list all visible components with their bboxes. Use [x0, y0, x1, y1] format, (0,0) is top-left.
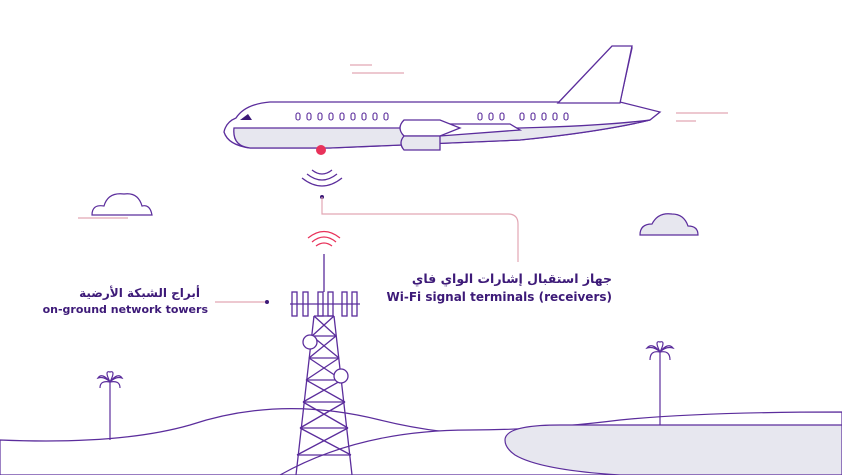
ground-hills [0, 408, 842, 475]
receiver-icon [316, 145, 326, 155]
airplane-icon [223, 45, 662, 151]
palm-tree-icon [645, 341, 675, 425]
signal-waves-icon [307, 230, 341, 247]
cell-tower-icon [290, 254, 360, 475]
speed-lines [78, 64, 728, 219]
ground-towers-label-ar: أبراج الشبكة الأرضية [79, 286, 200, 300]
ground-towers-label-en: on-ground network towers [42, 303, 208, 316]
signal-waves-icon [301, 169, 343, 187]
cloud-icon [639, 213, 699, 236]
cloud-icon [91, 193, 153, 216]
leader-dot [265, 300, 269, 304]
wifi-terminals-label-ar: جهاز استقبال إشارات الواي فاي [411, 271, 612, 286]
wifi-leader-line [321, 197, 519, 262]
palm-tree-icon [96, 371, 124, 440]
wifi-terminals-label-en: Wi-Fi signal terminals (receivers) [386, 290, 613, 304]
